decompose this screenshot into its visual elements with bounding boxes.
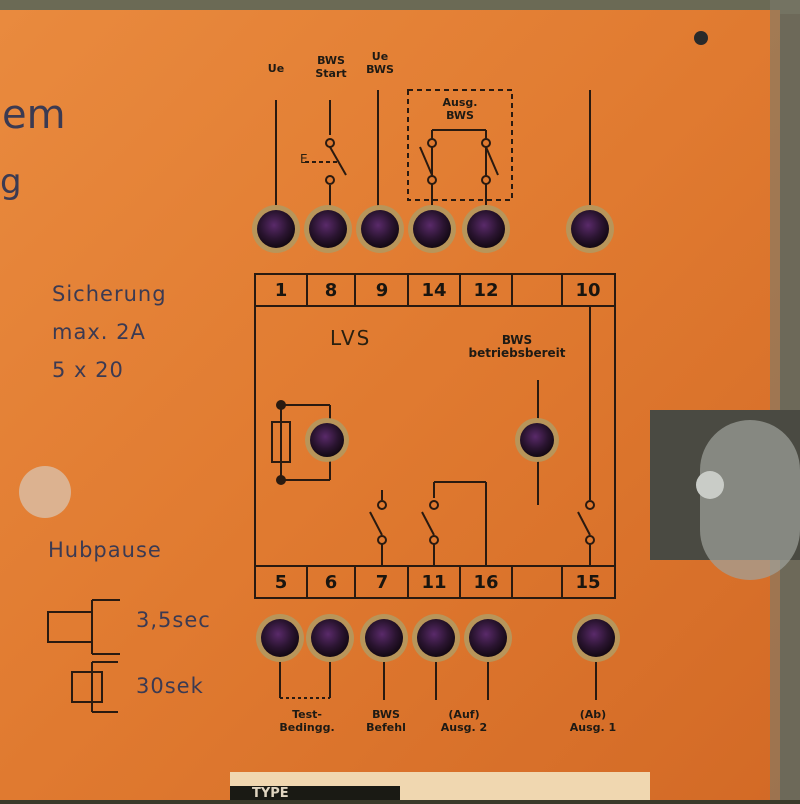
bottom-label-bws-befehl-line2: Befehl (366, 721, 406, 734)
terminal-14: 14 (421, 280, 447, 301)
terminal-15: 15 (575, 572, 601, 593)
top-label-ue-bws-line1: Ue (371, 50, 389, 63)
bws-ready-led (515, 418, 559, 462)
top-label-bws-start-line1: BWS (317, 54, 345, 67)
terminal-8: 8 (324, 280, 338, 301)
terminal-16: 16 (473, 572, 499, 593)
top-label-bws-start-line2: Start (315, 67, 347, 80)
top-label-ausg-bws: Ausg. BWS (430, 96, 490, 122)
bottom-label-test-line2: Bedingg. (279, 721, 335, 734)
bottom-label-ausg2-line2: Ausg. 2 (440, 721, 488, 734)
bottom-terminal-leds (256, 614, 620, 662)
bottom-label-ausg1-line1: (Ab) (579, 708, 607, 721)
bottom-label-ausg2-line1: (Auf) (448, 708, 480, 721)
top-label-bws-start: BWS Start (306, 54, 356, 80)
bws-ready-label: BWS betriebsbereit (452, 334, 582, 360)
bottom-label-bws-befehl: BWS Befehl (356, 708, 416, 734)
top-label-ue: Ue (256, 62, 296, 75)
time-option-long: 30sek (136, 674, 204, 698)
module-label: LVS (330, 326, 372, 350)
terminal-6: 6 (324, 572, 338, 593)
fuse-rating: max. 2A (52, 320, 146, 344)
top-terminal-leds (252, 205, 614, 253)
bottom-label-ausg1: (Ab) Ausg. 1 (560, 708, 626, 734)
top-label-ue-bws: Ue BWS (358, 50, 402, 76)
terminal-12: 12 (473, 280, 499, 301)
bottom-label-ausg2: (Auf) Ausg. 2 (426, 708, 502, 734)
bottom-label-test-line1: Test- (292, 708, 322, 721)
fuse-indicator-led (305, 418, 349, 462)
terminal-11: 11 (421, 572, 447, 593)
terminal-9: 9 (375, 280, 389, 301)
bws-ready-line2: betriebsbereit (468, 346, 566, 360)
terminal-7: 7 (375, 572, 389, 593)
lvs-module-outline (254, 273, 616, 599)
terminal-10: 10 (575, 280, 601, 301)
top-label-ue-bws-line2: BWS (366, 63, 394, 76)
bottom-label-test: Test- Bedingg. (262, 708, 352, 734)
title-fragment: em (2, 92, 66, 138)
terminal-1: 1 (274, 280, 288, 301)
fuse-label: Sicherung (52, 282, 167, 306)
type-plate-label: TYPE (252, 786, 289, 801)
orange-panel (0, 10, 780, 800)
subtitle-fragment: g (0, 162, 22, 202)
fuse-size: 5 x 20 (52, 358, 124, 382)
bottom-label-ausg1-line2: Ausg. 1 (569, 721, 617, 734)
time-option-short: 3,5sec (136, 608, 211, 632)
top-label-ausg-bws-line2: BWS (446, 109, 474, 122)
bws-ready-line1: BWS (501, 333, 533, 347)
top-label-ue-line2: Ue (267, 62, 285, 75)
bottom-label-bws-befehl-line1: BWS (372, 708, 400, 721)
switch-mark: E (300, 152, 308, 166)
hubpause-label: Hubpause (48, 538, 162, 562)
terminal-5: 5 (274, 572, 288, 593)
top-label-ausg-bws-line1: Ausg. (442, 96, 478, 109)
